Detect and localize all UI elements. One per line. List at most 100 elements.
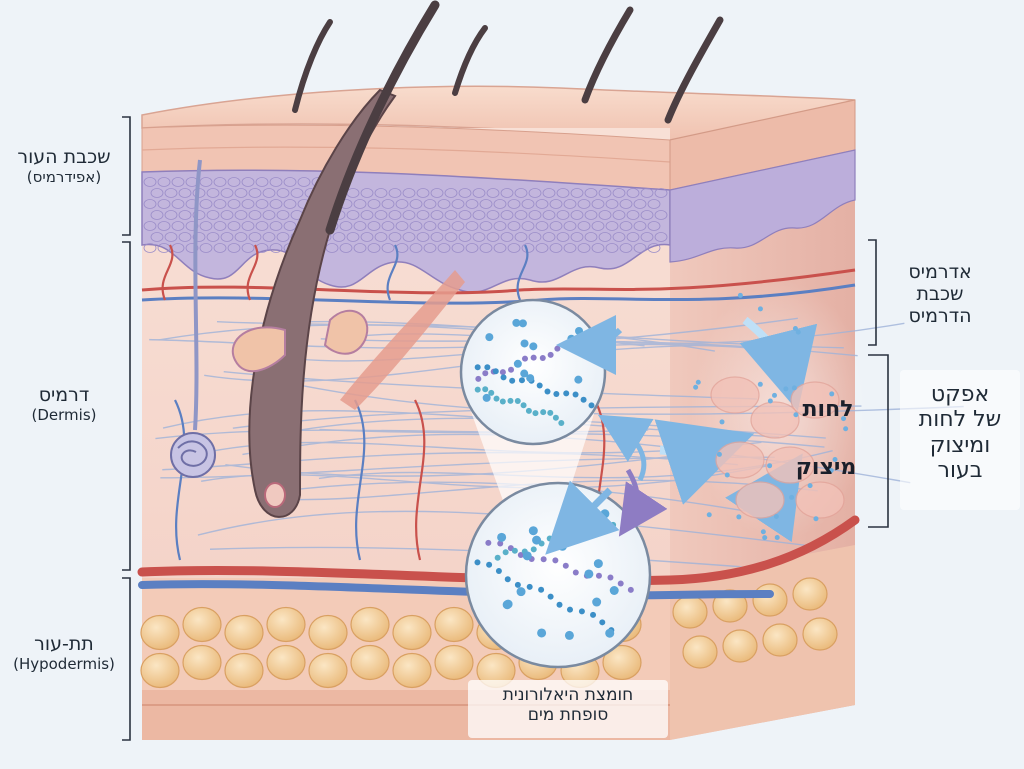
water-droplet-icon: [592, 597, 602, 607]
epidermis-cell: [353, 243, 367, 253]
fat-cell: [182, 606, 222, 643]
water-droplet-icon: [567, 334, 576, 343]
hyaluronic-molecule-icon: [482, 386, 489, 393]
epidermis-cell: [556, 188, 570, 198]
capillary: [414, 399, 426, 561]
epidermis-cell: [234, 210, 248, 220]
epidermis-cell: [171, 199, 185, 209]
epidermis-cell: [213, 243, 227, 253]
water-droplet-icon: [773, 514, 779, 520]
hyaluronic-molecule-icon: [539, 354, 546, 361]
epidermis-cell: [570, 210, 584, 220]
epidermis-cell: [283, 221, 297, 231]
epidermis-cell: [444, 232, 458, 242]
epidermis-cell: [619, 243, 633, 253]
epidermis-cell: [633, 199, 647, 209]
water-droplet-icon: [774, 534, 780, 540]
hyaluronic-molecule-icon: [488, 389, 495, 396]
epidermis-cell: [290, 188, 304, 198]
hyaluronic-molecule-icon: [556, 601, 563, 608]
water-droplet-icon: [522, 551, 532, 561]
epidermis-cell: [269, 243, 283, 253]
epidermis-cell: [612, 188, 626, 198]
epidermis-cell: [430, 232, 444, 242]
label-dermis-right-line2: שכבת: [916, 282, 964, 305]
fat-cell: [266, 644, 306, 681]
epidermis-cell: [640, 210, 654, 220]
water-droplet-icon: [789, 494, 795, 500]
epidermis-cell: [465, 199, 479, 209]
epidermis-cell: [248, 210, 262, 220]
label-dermis-title: דרמיס: [38, 384, 90, 406]
epidermis-cell: [220, 210, 234, 220]
water-droplet-icon: [813, 516, 819, 522]
fat-cell: [224, 652, 264, 689]
epidermis-cell: [234, 232, 248, 242]
epidermis-cell: [178, 188, 192, 198]
hyaluronic-molecule-icon: [540, 409, 547, 416]
water-droplet-icon: [757, 381, 763, 387]
arrow-icon: [739, 316, 818, 412]
water-droplet-icon: [719, 419, 725, 425]
collagen-fiber: [209, 546, 778, 571]
label-effect: אפקט של לחות ומיצוק בעור: [898, 382, 1022, 483]
epidermis-cell: [206, 232, 220, 242]
epidermis-cell: [626, 210, 640, 220]
water-droplet-icon: [757, 306, 763, 312]
hyaluronic-molecule-icon: [588, 402, 595, 409]
hair-icon: [292, 19, 333, 113]
epidermis-cell: [626, 232, 640, 242]
hyaluronic-molecule-icon: [561, 341, 568, 348]
water-droplet-icon: [609, 586, 619, 596]
epidermis-cell: [584, 188, 598, 198]
epidermis-cell: [479, 199, 493, 209]
hyaluronic-molecule-icon: [599, 619, 606, 626]
epidermis-cell: [416, 188, 430, 198]
label-dermis-right: אדרמיס שכבת הדרמיס: [880, 261, 1000, 328]
hyaluronic-molecule-icon: [610, 521, 617, 528]
fat-cell: [350, 644, 390, 681]
hyaluronic-molecule-icon: [582, 526, 589, 533]
label-hypodermis-subtitle: (Hypodermis): [13, 654, 115, 673]
epidermis-cell: [654, 188, 668, 198]
water-droplet-icon: [716, 451, 722, 457]
water-droplet-icon: [516, 587, 526, 597]
hyaluronic-molecule-icon: [500, 374, 507, 381]
epidermis-cell: [227, 177, 241, 187]
epidermis-cell: [388, 232, 402, 242]
epidermis-cell: [213, 177, 227, 187]
hyaluronic-molecule-icon: [475, 375, 482, 382]
epidermis-cell: [332, 232, 346, 242]
hyaluronic-molecule-icon: [492, 368, 499, 375]
epidermis-cell: [157, 221, 171, 231]
water-droplet-icon: [526, 374, 535, 383]
hyaluronic-molecule-icon: [574, 532, 581, 539]
label-effect-line2: של לחות: [918, 407, 1002, 433]
fat-cell: [140, 652, 180, 689]
epidermis-cell: [640, 232, 654, 242]
water-droplet-icon: [828, 467, 834, 473]
water-droplet-icon: [829, 391, 835, 397]
epidermis-cell: [472, 232, 486, 242]
fat-cell: [350, 606, 390, 643]
hyaluronic-molecule-icon: [558, 420, 565, 427]
epidermis-cell: [493, 221, 507, 231]
hyaluronic-molecule-icon: [482, 370, 489, 377]
epidermis-cell: [374, 188, 388, 198]
epidermis-cell: [199, 221, 213, 231]
water-droplet-icon: [513, 359, 522, 368]
epidermis-cell: [262, 188, 276, 198]
arrow-icon: [597, 414, 654, 482]
water-droplet-icon: [497, 532, 507, 542]
label-epidermis-subtitle: (אפידרמיס): [26, 167, 102, 186]
epidermis-cell: [241, 177, 255, 187]
epidermis-cell: [157, 199, 171, 209]
hyaluronic-molecule-icon: [607, 574, 614, 581]
hyaluronic-molecule-icon: [526, 583, 533, 590]
epidermis-cell: [213, 199, 227, 209]
hyaluronic-molecule-icon: [525, 407, 532, 414]
hyaluronic-molecule-icon: [552, 557, 559, 564]
label-effect-line1: אפקט: [930, 382, 990, 407]
plump-cell: [750, 401, 800, 439]
epidermis-cell: [248, 188, 262, 198]
